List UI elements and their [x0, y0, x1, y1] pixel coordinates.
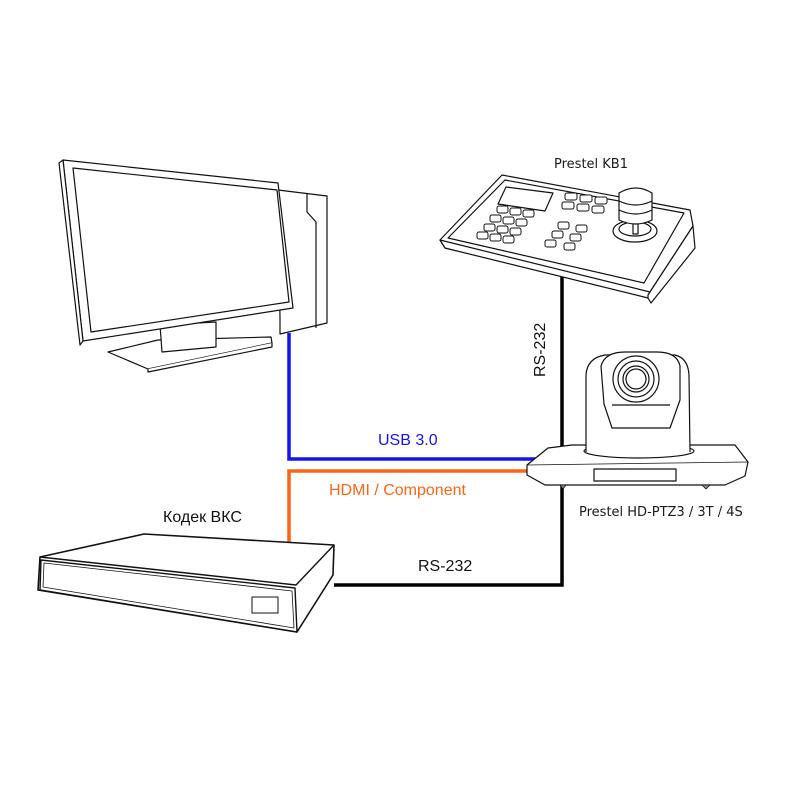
keyboard-label: Prestel KB1 — [554, 157, 628, 172]
usb-cable — [287, 333, 540, 461]
computer-monitor-icon — [58, 159, 328, 373]
usb-cable-label: USB 3.0 — [378, 432, 438, 449]
camera-label: Prestel HD-PTZ3 / 3T / 4S — [579, 505, 743, 520]
hdmi-cable — [287, 469, 530, 545]
rs232-codec-label: RS-232 — [418, 558, 473, 575]
hdmi-cable-label: HDMI / Component — [329, 482, 466, 499]
video-codec-icon — [37, 533, 335, 633]
codec-label: Кодек ВКС — [163, 509, 242, 526]
rs232-codec-cable — [334, 486, 564, 587]
rs232-keyboard-label: RS-232 — [532, 322, 549, 377]
ptz-keyboard-icon — [439, 174, 696, 304]
ptz-camera-icon — [526, 351, 749, 490]
